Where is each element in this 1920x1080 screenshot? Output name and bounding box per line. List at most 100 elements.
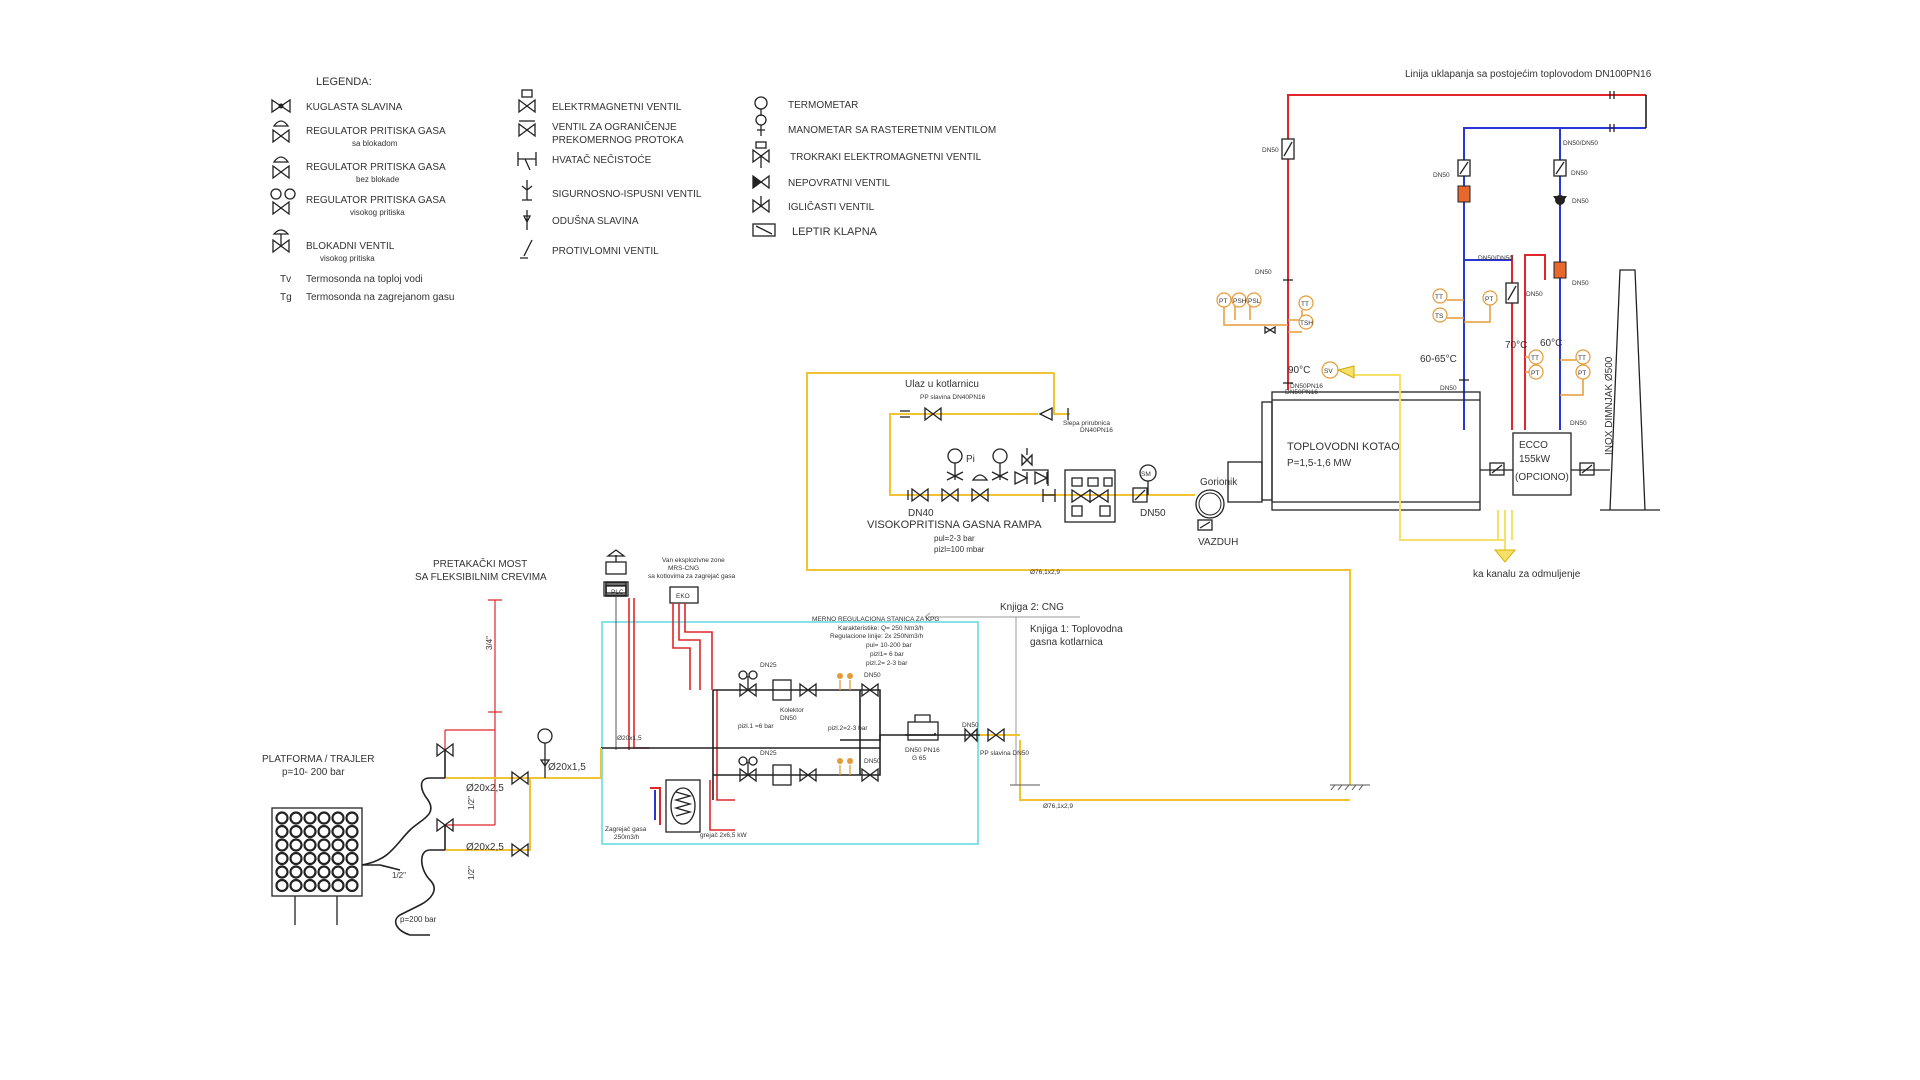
legend-tg-abbr: Tg: [280, 292, 292, 303]
gas-meter: [907, 721, 939, 741]
legend-col1-4: BLOKADNI VENTIL: [306, 241, 395, 252]
legend-col1-3: REGULATOR PRITISKA GASA: [306, 195, 446, 206]
legend-col3-0: TERMOMETAR: [788, 100, 858, 111]
gas-heater: [665, 779, 701, 833]
shutoff-valve-icon: [272, 229, 290, 254]
heater-2: 250m3/h: [614, 834, 640, 841]
cylinder: [289, 838, 303, 852]
legend-tv-abbr: Tv: [280, 274, 291, 285]
cylinder: [317, 878, 331, 893]
legend-tv: Termosonda na toploj vodi: [306, 274, 423, 285]
cylinder: [331, 851, 345, 866]
air-label: VAZDUH: [1198, 537, 1238, 548]
tt-ecco-label: TT: [1531, 355, 1539, 362]
cylinder: [289, 878, 303, 893]
pressure-regulator-icon: [272, 156, 290, 180]
cylinder: [275, 851, 289, 866]
threequarter: 3/4": [485, 636, 494, 650]
psl-icon: [1246, 292, 1262, 308]
ecco: [1512, 432, 1572, 496]
trailer: [271, 807, 363, 897]
dn25-1: DN25: [760, 662, 777, 669]
ecco-1: ECCO: [1519, 440, 1548, 451]
dn50-b: DN50: [864, 758, 881, 765]
burner-fan: [1195, 489, 1225, 519]
ramp-dn40: DN40: [908, 508, 934, 519]
half-3: 1/2": [392, 871, 406, 880]
station-title: MERNO REGULACIONA STANICA ZA KPG: [812, 616, 939, 623]
ecco-3: (OPCIONO): [1515, 472, 1569, 483]
dn50-ecco: DN50: [1570, 420, 1587, 427]
tt-icon: [1298, 295, 1314, 311]
pp-slavina: PP slavina DN50: [980, 750, 1029, 757]
station-l2: Regulacione linije: 2x 250Nm3/h: [830, 633, 924, 640]
station-l3: pul= 10-200 bar: [866, 642, 913, 649]
legend-col1-2: REGULATOR PRITISKA GASA: [306, 162, 446, 173]
d20x15-small: Ø20x1,5: [617, 735, 642, 742]
legend-col3-1: MANOMETAR SA RASTERETNIM VENTILOM: [788, 125, 996, 136]
blind-flange-2: DN40PN16: [1080, 427, 1113, 434]
burner: [1227, 461, 1263, 503]
cylinder: [303, 838, 317, 852]
dn50-a: DN50: [864, 672, 881, 679]
platform-2: p=10- 200 bar: [282, 767, 345, 778]
cylinder: [275, 824, 289, 839]
cylinder: [275, 878, 289, 893]
safety-relief-valve-icon: [521, 180, 533, 201]
excess-flow-valve-icon: [518, 120, 536, 138]
pizl2-lbl: pizl.2=2-3 bar: [828, 725, 868, 732]
sv-label: SV: [1324, 368, 1333, 375]
pi-label: Pi: [966, 454, 975, 465]
manometer-icon: [755, 114, 767, 136]
pressure-regulator-blocking-icon: [272, 120, 290, 144]
boiler-power: P=1,5-1,6 MW: [1287, 458, 1352, 469]
gas-inlet-sub: PP slavina DN40PN16: [920, 394, 986, 401]
legend-col2-4: ODUŠNA SLAVINA: [552, 214, 639, 227]
d20-2: Ø20x2,5: [466, 842, 504, 853]
transfer-bridge: PRETAKAČKI MOST SA FLEKSIBILNIM CREVIMA …: [262, 557, 602, 936]
cylinder: [317, 838, 331, 852]
legend-col2-1-sub: PREKOMERNOG PROTOKA: [552, 135, 684, 146]
connection-line-label: Linija uklapanja sa postojećim toplovodo…: [1405, 69, 1652, 80]
dn50-6: DN50: [1572, 198, 1589, 205]
legend-col3-5: LEPTIR KLAPNA: [792, 226, 878, 238]
legend-col2-3: SIGURNOSNO-ISPUSNI VENTIL: [552, 189, 702, 200]
temp-60: 60°C: [1540, 338, 1562, 349]
station-l1: Karakteristike: Q= 250 Nm3/h: [838, 625, 924, 632]
tt-label: TT: [1301, 301, 1309, 308]
book1-1: Knjiga 1: Toplovodna: [1030, 624, 1123, 635]
pt-ecco-label: PT: [1531, 370, 1539, 377]
dn50-top: DN50PN16: [1285, 389, 1318, 396]
cylinder: [275, 811, 289, 825]
cylinder: [345, 865, 359, 879]
station-l4: pizl1= 6 bar: [870, 651, 905, 658]
cylinder: [303, 865, 317, 879]
pt-label: PT: [1219, 298, 1227, 305]
dn50-7: DN50: [1572, 280, 1589, 287]
dn50-2: DN50: [1255, 269, 1272, 276]
high-pressure-regulator-icon: [270, 188, 296, 216]
cylinder-bank: [275, 811, 359, 893]
ex-zone-1: Van eksplozivne zone: [662, 557, 725, 564]
platform-1: PLATFORMA / TRAJLER: [262, 754, 374, 765]
gas-valve-train: [1064, 469, 1116, 523]
flame-arrester-icon: [520, 239, 533, 259]
cylinder: [317, 851, 331, 866]
blind-flange-1: Slepa prirubnica: [1063, 420, 1110, 427]
tt-ecco2-label: TT: [1578, 355, 1586, 362]
chimney-label: INOX DIMNJAK Ø500: [1604, 356, 1615, 455]
dn50-8: DN50: [1526, 291, 1543, 298]
dn50dn50-2: DN50/DN50: [1478, 255, 1513, 262]
gas-ramp: Ulaz u kotlarnicu PP slavina DN40PN16 Sl…: [806, 372, 1370, 791]
pt-ecco2-label: PT: [1578, 370, 1586, 377]
cylinder: [331, 865, 345, 879]
p200: p=200 bar: [400, 915, 437, 924]
sm-label: SM: [1141, 471, 1151, 478]
ramp-pizl: pizl=100 mbar: [934, 545, 985, 554]
cylinder: [289, 824, 303, 839]
ts-label: TS: [1435, 313, 1444, 320]
solenoid-valve-icon: [518, 89, 536, 114]
cylinder: [331, 811, 345, 825]
book2: Knjiga 2: CNG: [1000, 602, 1064, 613]
legend-col2-5: PROTIVLOMNI VENTIL: [552, 246, 659, 257]
